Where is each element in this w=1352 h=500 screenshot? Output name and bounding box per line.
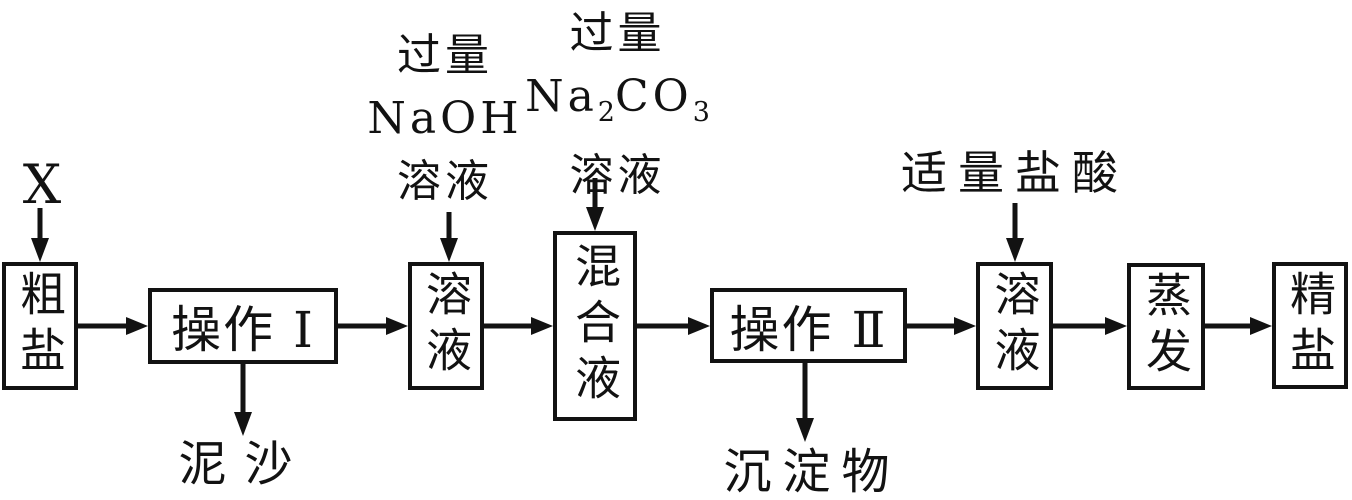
node-operation-1: 操作 Ⅰ — [148, 288, 338, 364]
label-naoh-line-1: 过量 — [397, 30, 493, 81]
arrow-solution1-to-mixture — [484, 317, 553, 335]
label-naoh-line-3: 溶液 — [397, 156, 493, 207]
label-na2co3-line-1: 过量 — [569, 8, 666, 59]
label-naoh-reagent: 过量 NaOH 溶液 — [355, 24, 535, 213]
node-refined-salt: 精盐 — [1272, 262, 1348, 389]
label-na2co3-formula: Na2CO3 — [515, 65, 720, 144]
arrow-hcl-to-solution2 — [1006, 203, 1024, 262]
arrow-evaporation-to-refined-salt — [1205, 317, 1272, 335]
label-input-x: X — [22, 153, 62, 216]
formula-sub-2: 2 — [597, 96, 615, 128]
arrow-operation1-to-solution1 — [337, 317, 408, 335]
node-refined-salt-label: 精盐 — [1283, 269, 1337, 382]
arrow-operation2-to-precipitate — [796, 362, 814, 442]
arrow-naoh-to-solution1 — [440, 212, 458, 262]
label-sediment: 泥沙 — [178, 436, 311, 492]
formula-sub-3: 3 — [692, 96, 710, 128]
arrow-operation2-to-solution2 — [907, 317, 976, 335]
arrow-crude-salt-to-operation1 — [78, 317, 148, 335]
formula-na: Na — [525, 71, 598, 122]
node-mixture: 混合液 — [553, 231, 637, 421]
label-na2co3-reagent: 过量 Na2CO3 溶液 — [515, 2, 720, 207]
node-operation-1-label: 操作 Ⅰ — [171, 301, 315, 359]
node-operation-2-label: 操作 Ⅱ — [729, 300, 888, 359]
node-solution-1-label: 溶液 — [419, 270, 473, 382]
arrow-operation1-to-sediment — [234, 364, 252, 436]
label-precipitate: 沉淀物 — [723, 444, 901, 500]
arrow-mixture-to-operation2 — [637, 317, 710, 335]
node-solution-2: 溶液 — [976, 262, 1053, 390]
node-evaporation-label: 蒸发 — [1139, 270, 1193, 383]
formula-co: CO — [614, 71, 693, 122]
node-solution-2-label: 溶液 — [987, 270, 1042, 382]
label-naoh-line-2: NaOH — [367, 93, 523, 144]
arrow-x-to-crude-salt — [31, 208, 49, 262]
node-operation-2: 操作 Ⅱ — [710, 288, 907, 363]
label-na2co3-line-3: 溶液 — [569, 149, 666, 201]
label-hcl-reagent: 适量盐酸 — [901, 146, 1129, 200]
node-solution-1: 溶液 — [408, 262, 484, 390]
arrow-solution2-to-evaporation — [1053, 317, 1127, 335]
arrow-na2co3-to-mixture — [586, 178, 604, 231]
node-evaporation: 蒸发 — [1127, 263, 1205, 390]
node-mixture-label: 混合液 — [568, 242, 622, 410]
node-crude-salt: 粗盐 — [2, 262, 78, 390]
node-crude-salt-label: 粗盐 — [13, 270, 67, 382]
